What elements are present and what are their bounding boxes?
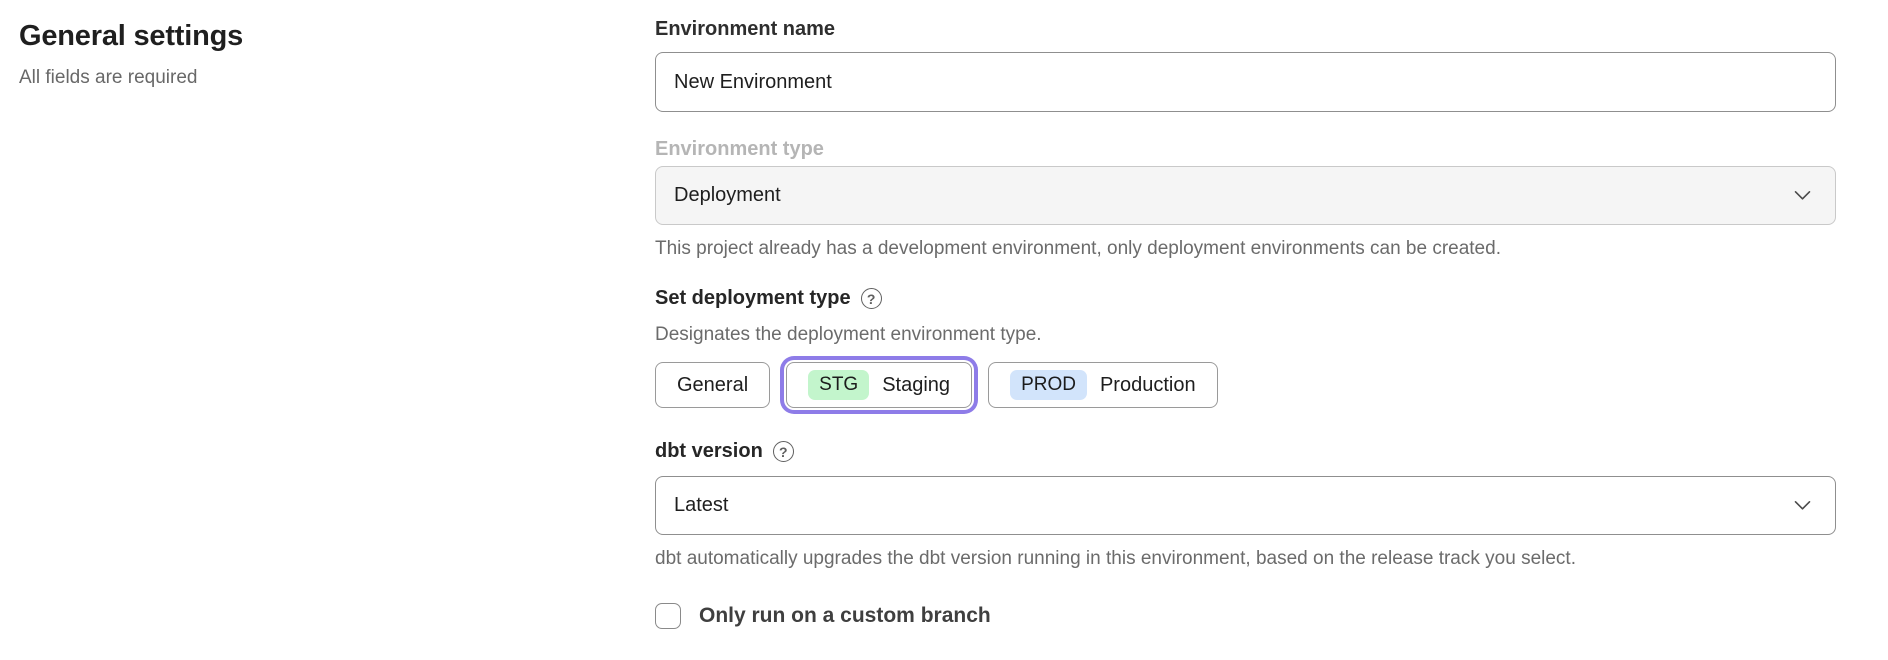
dbt-version-heading: dbt version ? <box>655 440 1836 463</box>
environment-type-label: Environment type <box>655 138 824 160</box>
page-subtitle: All fields are required <box>19 67 198 88</box>
deployment-type-helper: Designates the deployment environment ty… <box>655 324 1042 345</box>
deployment-type-staging-button[interactable]: STG Staging <box>786 362 973 408</box>
chevron-down-icon <box>1794 501 1811 510</box>
settings-summary-panel: General settings All fields are required <box>0 0 655 629</box>
page-title: General settings <box>19 20 244 52</box>
help-icon[interactable]: ? <box>772 441 794 462</box>
deployment-type-options: General STG Staging PROD Production <box>655 362 1836 408</box>
chevron-down-icon <box>1794 191 1811 200</box>
custom-branch-row: Only run on a custom branch <box>655 603 1836 629</box>
deployment-type-production-button[interactable]: PROD Production <box>988 362 1218 408</box>
dbt-version-select[interactable]: Latest <box>655 476 1836 535</box>
custom-branch-checkbox[interactable] <box>655 603 681 629</box>
staging-badge: STG <box>808 370 870 400</box>
deployment-type-heading: Set deployment type ? <box>655 287 1836 310</box>
environment-type-value: Deployment <box>674 184 781 206</box>
environment-settings-form: Environment name Environment type Deploy… <box>655 0 1836 629</box>
deployment-type-staging-label: Staging <box>882 373 951 396</box>
help-glyph: ? <box>866 290 876 307</box>
deployment-type-production-label: Production <box>1099 373 1196 396</box>
deployment-type-heading-label: Set deployment type <box>655 287 851 309</box>
help-glyph: ? <box>779 443 788 460</box>
deployment-type-general-label: General <box>677 373 749 396</box>
environment-settings-page: General settings All fields are required… <box>0 0 1836 629</box>
environment-type-select: Deployment <box>655 166 1836 225</box>
deployment-type-general-button[interactable]: General <box>655 362 771 408</box>
dbt-version-heading-label: dbt version <box>655 440 763 462</box>
custom-branch-label: Only run on a custom branch <box>699 604 991 627</box>
dbt-version-helper: dbt automatically upgrades the dbt versi… <box>655 548 1576 569</box>
environment-name-label: Environment name <box>655 18 836 40</box>
production-badge: PROD <box>1010 370 1087 400</box>
environment-type-helper: This project already has a development e… <box>655 238 1501 259</box>
dbt-version-value: Latest <box>674 494 729 516</box>
help-icon[interactable]: ? <box>860 288 882 309</box>
environment-name-input[interactable] <box>655 52 1836 112</box>
